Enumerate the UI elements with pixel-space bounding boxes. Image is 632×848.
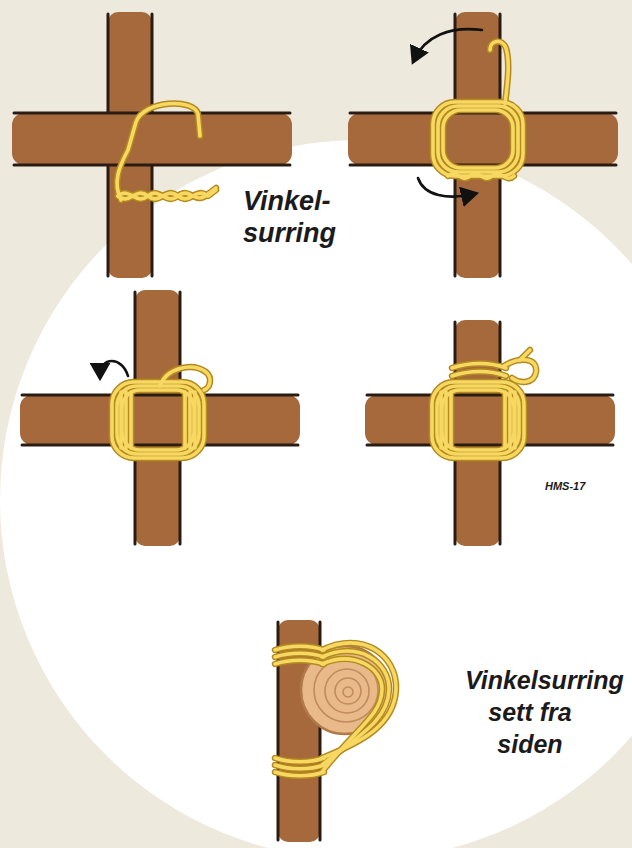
diagram-title: Vinkel- surring xyxy=(243,185,343,249)
background-circle xyxy=(0,140,632,848)
step-two xyxy=(348,12,618,278)
step-three xyxy=(20,290,300,546)
step-four xyxy=(365,320,615,546)
side-view xyxy=(275,620,396,842)
side-view-caption: Vinkelsurring sett fra siden xyxy=(465,664,595,760)
signature-label: HMS-17 xyxy=(545,479,615,493)
